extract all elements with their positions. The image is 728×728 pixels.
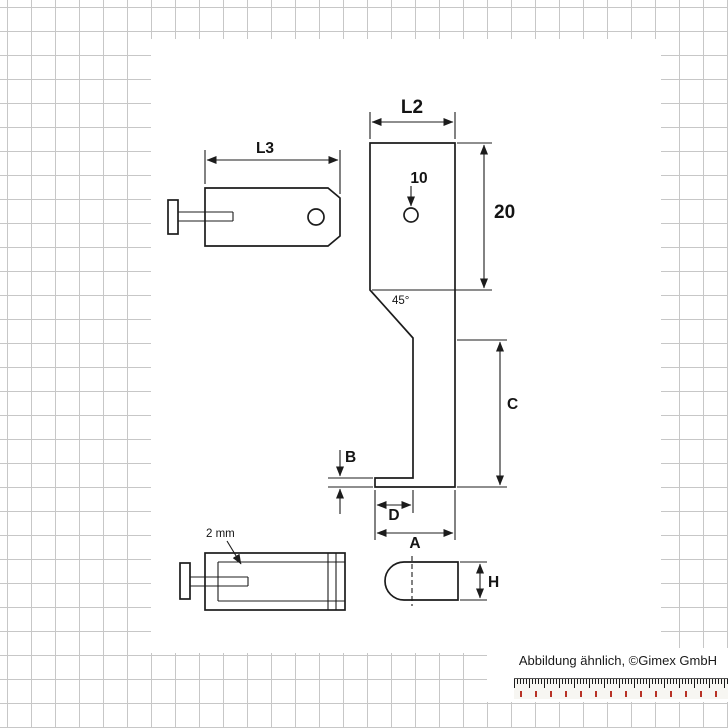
bracket-hole xyxy=(403,207,419,223)
screw-head xyxy=(167,199,179,235)
dim-l2: L2 xyxy=(369,97,456,139)
dim-b: B xyxy=(328,449,373,514)
dim-label-20: 20 xyxy=(494,202,515,223)
screw-shaft-2 xyxy=(190,576,249,587)
dim-label-2mm: 2 mm xyxy=(206,528,235,540)
dim-label-l3: L3 xyxy=(256,140,274,157)
clamp-pin xyxy=(327,553,337,610)
dim-label-d: D xyxy=(388,507,399,524)
screw-head-2 xyxy=(179,562,191,600)
dim-c: C xyxy=(457,339,518,488)
dim-l2-extensions xyxy=(369,112,456,139)
dim-l3-extensions xyxy=(204,150,341,194)
tab-side-view xyxy=(167,187,341,247)
dim-2mm-leader xyxy=(226,540,242,565)
tab-outline xyxy=(204,187,341,247)
dim-label-h: H xyxy=(488,574,499,591)
dim-20-extensions xyxy=(372,142,492,291)
dim-hole-dia: 10 xyxy=(407,170,428,207)
tab-hole xyxy=(307,208,325,226)
drawing-canvas xyxy=(151,39,661,653)
dim-c-extensions xyxy=(457,339,507,488)
bracket-front-view xyxy=(369,142,456,488)
dim-20: 20 xyxy=(372,142,515,291)
dim-a-extensions xyxy=(374,490,456,540)
dim-h-extensions xyxy=(460,561,487,601)
footer-note: Abbildung ähnlich, ©Gimex GmbH xyxy=(518,653,717,668)
dim-a: A xyxy=(374,490,456,552)
dim-h: H xyxy=(460,561,499,601)
dim-label-l2: L2 xyxy=(401,97,423,118)
dim-label-a: A xyxy=(409,535,420,552)
dim-2mm: 2 mm xyxy=(206,528,242,565)
dim-label-hole: 10 xyxy=(410,170,427,187)
dim-d: D xyxy=(376,490,414,524)
ruler-photo xyxy=(514,678,728,699)
clamp-top-view xyxy=(179,552,346,611)
profile-outline xyxy=(384,561,459,601)
screw-shaft xyxy=(178,211,234,222)
dim-label-c: C xyxy=(507,396,518,413)
dim-b-extensions xyxy=(328,477,373,488)
dim-label-b: B xyxy=(345,449,356,466)
profile-end-view xyxy=(384,556,459,606)
dim-l3: L3 xyxy=(204,140,341,194)
angle-label: 45° xyxy=(392,295,409,307)
bracket-outline xyxy=(369,142,456,488)
